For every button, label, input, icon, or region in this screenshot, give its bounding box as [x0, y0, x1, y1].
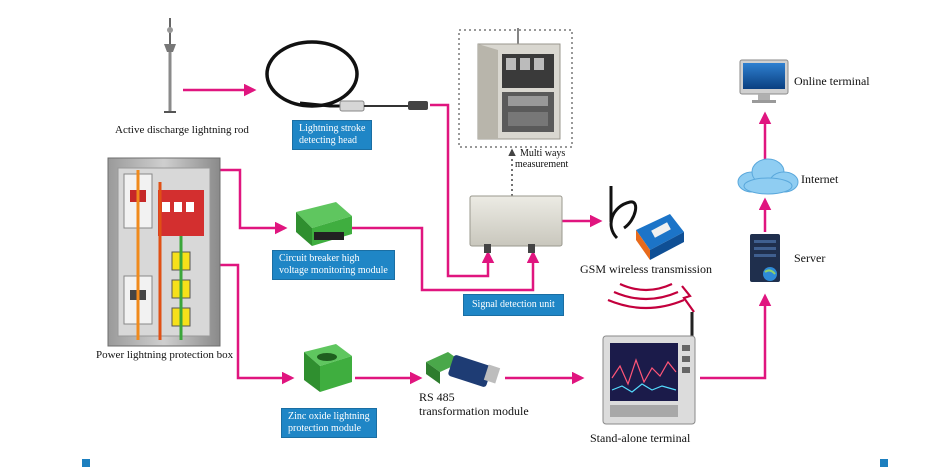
gsm-modem-icon: [609, 186, 684, 260]
badge-stroke-head-line1: Lightning stroke: [299, 123, 366, 134]
badge-stroke-head-line2: detecting head: [299, 135, 358, 146]
badge-breaker-line1: Circuit breaker high: [279, 253, 360, 264]
breaker-module-icon: [296, 202, 352, 246]
signal-unit-icon: [469, 195, 563, 253]
label-rs485-module: transformation module: [419, 404, 529, 418]
label-standalone: Stand-alone terminal: [590, 431, 691, 445]
label-internet: Internet: [801, 172, 839, 186]
badge-stroke-head: Lightning stroke detecting head: [292, 120, 373, 150]
bottom-accent-right: [880, 459, 888, 467]
label-rs485: RS 485: [419, 390, 455, 404]
label-measurement: measurement: [515, 159, 569, 170]
label-online-terminal: Online terminal: [794, 74, 870, 88]
cabinet-dotted-frame: [458, 29, 573, 148]
badge-zinc-line1: Zinc oxide lightning: [288, 411, 370, 422]
arrow-breaker-to-unit: [352, 226, 540, 292]
cabinet-icon: [477, 28, 561, 140]
lightning-rod-icon: [164, 18, 176, 113]
arrow-head-to-cabinet: [430, 103, 495, 278]
label-lightning-rod: Active discharge lightning rod: [115, 124, 249, 136]
server-icon: [750, 234, 780, 282]
badge-breaker-line2: voltage monitoring module: [279, 265, 388, 276]
arrow-box-to-breaker: [215, 168, 288, 235]
rs485-converter-icon: [426, 352, 501, 387]
label-gsm: GSM wireless transmission: [580, 262, 712, 276]
label-protection-box: Power lightning protection box: [96, 349, 234, 361]
label-multi-ways: Multi ways: [520, 148, 566, 159]
badge-signal-unit-line1: Signal detection unit: [472, 299, 555, 310]
badge-zinc: Zinc oxide lightning protection module: [281, 408, 377, 438]
monitor-icon: [739, 59, 789, 103]
bottom-accent-left: [82, 459, 90, 467]
badge-zinc-line2: protection module: [288, 423, 362, 434]
badge-signal-unit: Signal detection unit: [463, 294, 564, 316]
label-server: Server: [794, 251, 826, 265]
cloud-icon: [737, 158, 799, 195]
badge-breaker: Circuit breaker high voltage monitoring …: [272, 250, 395, 280]
wireless-waves-icon: [607, 283, 685, 310]
zinc-module-icon: [304, 344, 352, 392]
sensor-coil-icon: [265, 40, 428, 112]
lightning-bolt-icon: [681, 285, 695, 313]
protection-box-icon: [107, 157, 221, 347]
terminal-icon: [602, 312, 696, 425]
arrow-terminal-to-server: [700, 293, 772, 380]
